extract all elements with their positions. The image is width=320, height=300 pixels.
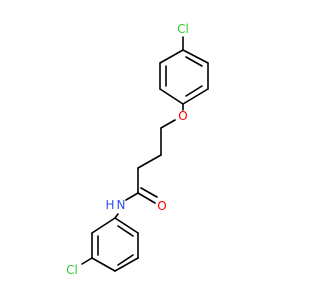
bond xyxy=(185,85,203,97)
bond xyxy=(185,56,203,67)
bond xyxy=(182,88,209,105)
atom-cl-bottom: Cl xyxy=(66,263,78,277)
atom-o-carbonyl: O xyxy=(157,199,166,213)
bond xyxy=(117,225,134,237)
bond xyxy=(91,217,116,234)
molecule-structure-diagram: Cl O O N H Cl xyxy=(66,22,209,277)
atom-n-amide: N xyxy=(117,198,126,212)
bond xyxy=(117,254,134,266)
atom-labels: Cl O O N H Cl xyxy=(66,22,189,277)
bond xyxy=(159,49,184,64)
bond xyxy=(91,257,116,272)
bond xyxy=(114,217,139,234)
bond xyxy=(159,88,184,105)
bond xyxy=(81,257,93,265)
atom-o-ether: O xyxy=(178,109,187,123)
bonds xyxy=(81,36,209,272)
bond xyxy=(114,257,139,272)
bond xyxy=(160,119,176,129)
bond xyxy=(137,154,162,169)
atom-cl-top: Cl xyxy=(177,22,189,36)
bond xyxy=(137,192,156,204)
bond xyxy=(125,192,139,201)
bond xyxy=(140,187,158,198)
bond xyxy=(114,213,119,219)
atom-h-amide: H xyxy=(105,198,114,212)
bond xyxy=(182,49,209,64)
